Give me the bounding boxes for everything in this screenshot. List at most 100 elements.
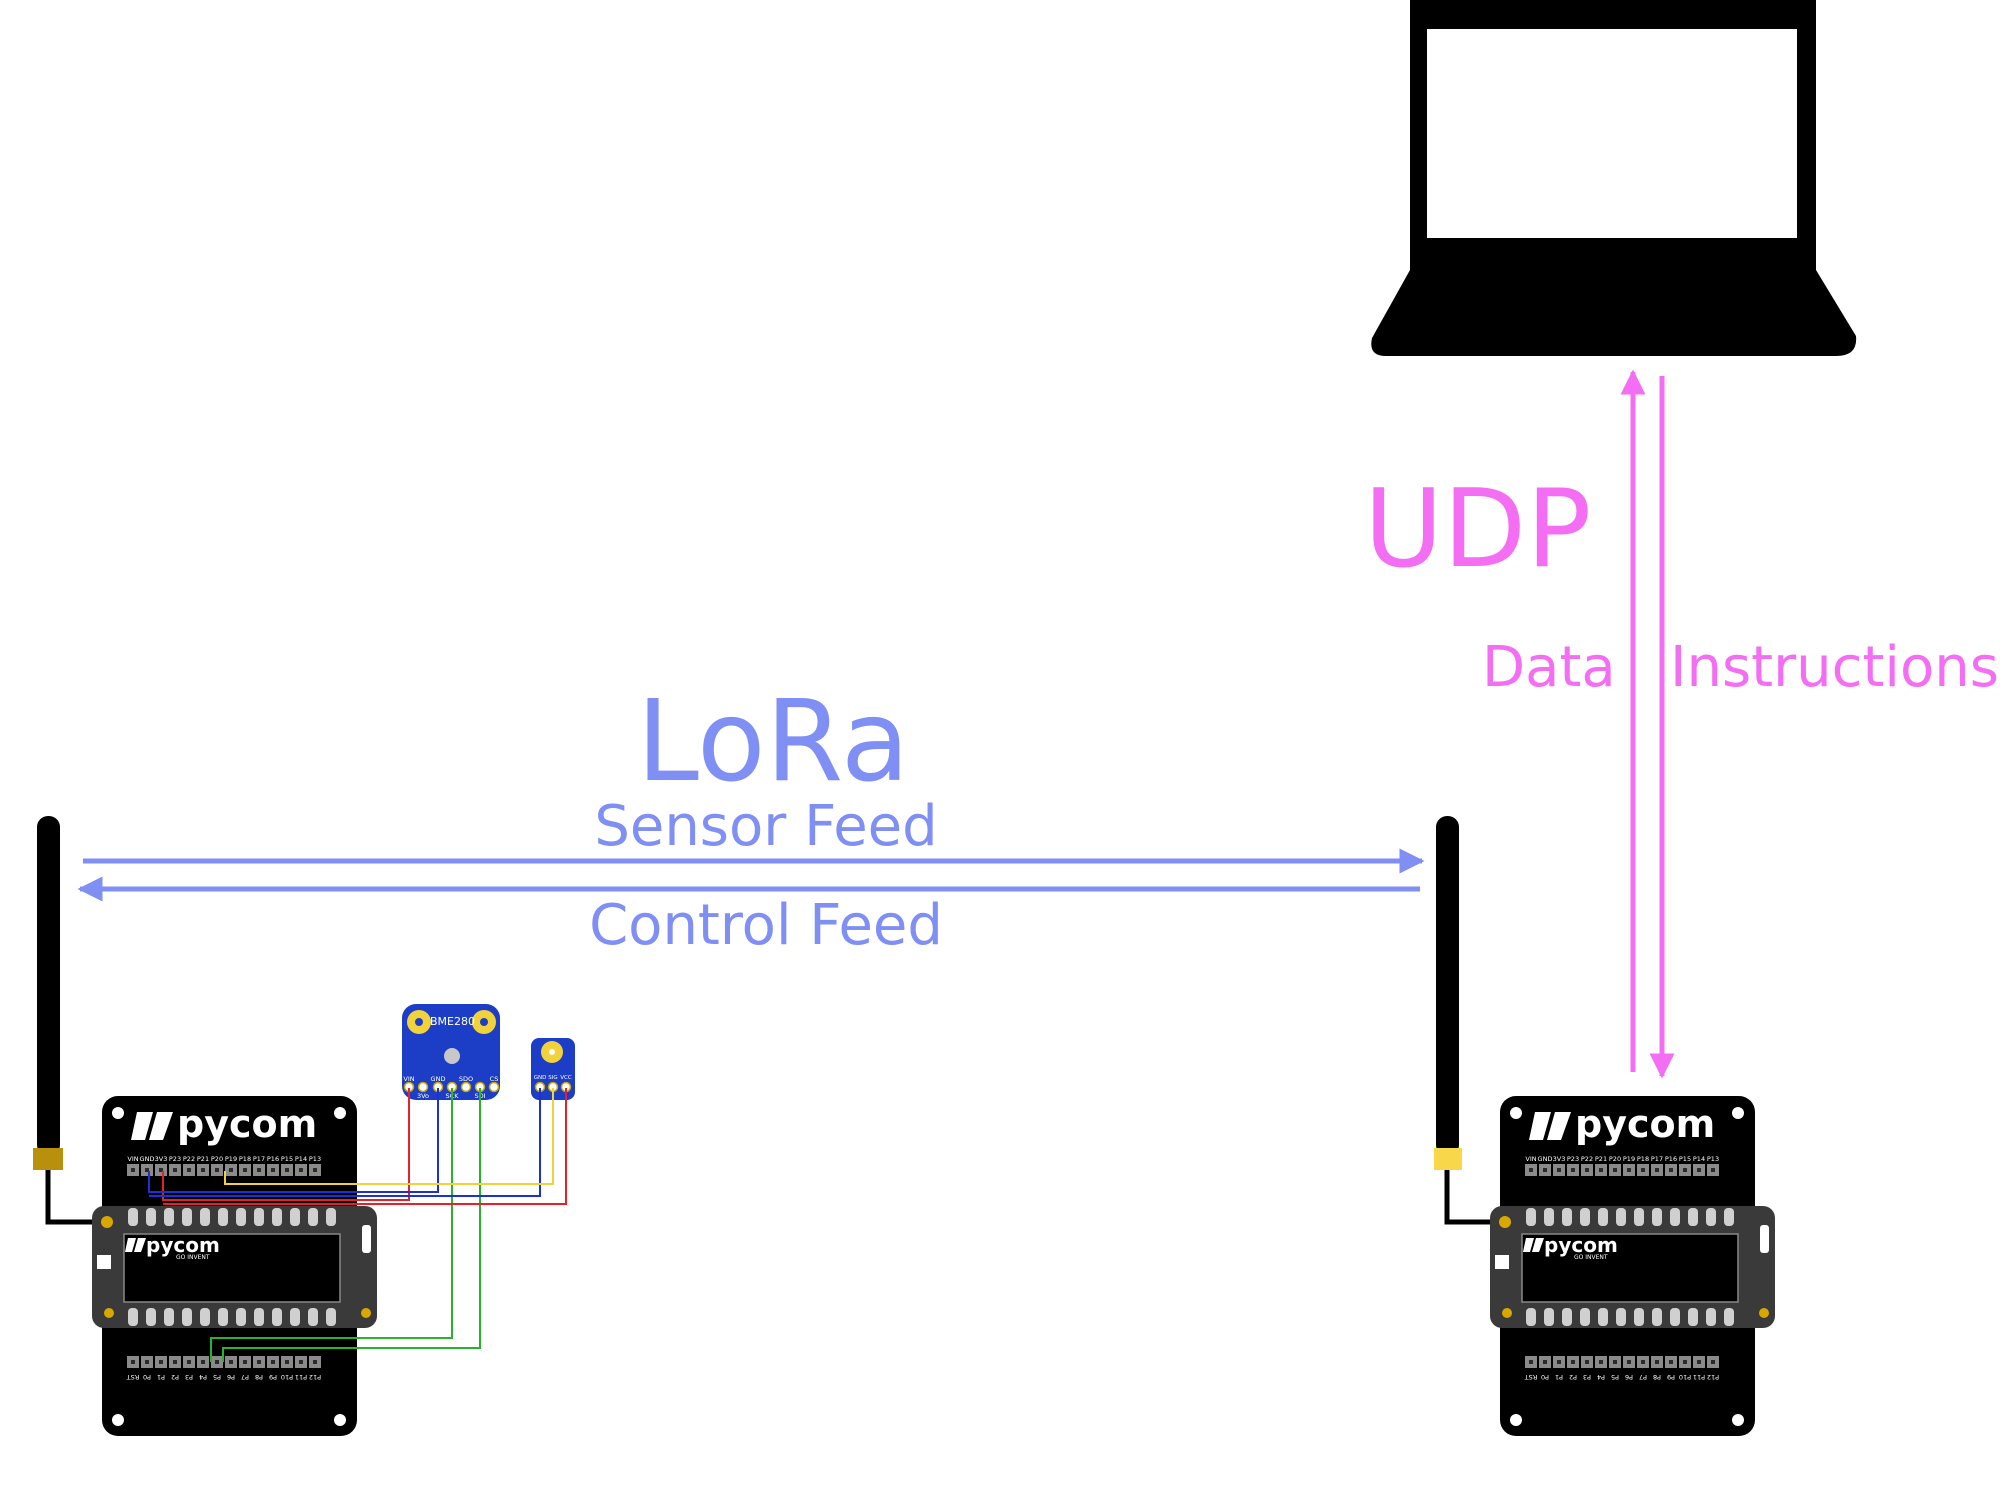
module-pin bbox=[1526, 1308, 1536, 1326]
lora-sensor-feed-label: Sensor Feed bbox=[594, 794, 937, 859]
module-pin bbox=[236, 1208, 246, 1226]
module-pin bbox=[164, 1208, 174, 1226]
module-pin bbox=[1724, 1208, 1734, 1226]
header-pin-label: P12 bbox=[309, 1373, 321, 1381]
header-pin-label: P7 bbox=[241, 1373, 249, 1381]
bme280-chip bbox=[444, 1048, 460, 1064]
header-pin-label: P23 bbox=[169, 1155, 181, 1163]
header-pin-label: RST bbox=[127, 1373, 140, 1381]
pycom-logo-icon bbox=[125, 1238, 146, 1252]
module-pin bbox=[1526, 1208, 1536, 1226]
header-pin-label: P17 bbox=[1651, 1155, 1663, 1163]
laptop bbox=[1371, 0, 1857, 356]
header-pin-label: P14 bbox=[1693, 1155, 1705, 1163]
module-pin bbox=[1544, 1308, 1554, 1326]
left-module-button bbox=[362, 1225, 371, 1253]
header-pin-label: P20 bbox=[1609, 1155, 1621, 1163]
header-pin-label: P9 bbox=[269, 1373, 277, 1381]
header-pin-label: P0 bbox=[1541, 1373, 1549, 1381]
right-module-led bbox=[1495, 1255, 1509, 1269]
header-pin-label: P6 bbox=[1625, 1373, 1633, 1381]
module-pin bbox=[1670, 1308, 1680, 1326]
left-mount-hole bbox=[112, 1107, 124, 1119]
sensor-pin-label: SDO bbox=[459, 1075, 473, 1083]
module-pin bbox=[1598, 1208, 1608, 1226]
header-pin-label: P14 bbox=[295, 1155, 307, 1163]
header-pin-label: 3V3 bbox=[155, 1155, 168, 1163]
module-pin bbox=[308, 1308, 318, 1326]
left-mount-hole bbox=[334, 1107, 346, 1119]
module-pin bbox=[146, 1208, 156, 1226]
module-pin bbox=[254, 1208, 264, 1226]
right-module-pins bbox=[1526, 1208, 1734, 1326]
module-pin bbox=[1652, 1308, 1662, 1326]
header-pin-label: P4 bbox=[199, 1373, 207, 1381]
module-pin bbox=[1688, 1308, 1698, 1326]
wire-red-bme-vin bbox=[162, 1088, 410, 1201]
module-pin bbox=[308, 1208, 318, 1226]
module-pin bbox=[254, 1308, 264, 1326]
right-mount-hole bbox=[1732, 1107, 1744, 1119]
sensor-pin-label: GND bbox=[534, 1075, 547, 1081]
module-pin bbox=[146, 1308, 156, 1326]
header-pin-label: P13 bbox=[309, 1155, 321, 1163]
udp-instructions-label: Instructions bbox=[1670, 635, 1999, 700]
header-pin-label: P8 bbox=[1653, 1373, 1661, 1381]
header-pin-label: P3 bbox=[185, 1373, 193, 1381]
left-module-screw bbox=[104, 1308, 114, 1318]
pycom-logo-icon bbox=[1529, 1112, 1571, 1140]
right-module-antenna-port bbox=[1499, 1216, 1511, 1228]
header-pin-label: P15 bbox=[1679, 1155, 1691, 1163]
right-module-screw bbox=[1502, 1308, 1512, 1318]
header-pin-label: P17 bbox=[253, 1155, 265, 1163]
sensor-pin-label: VCC bbox=[560, 1075, 572, 1081]
header-pin-label: P21 bbox=[197, 1155, 209, 1163]
module-pin bbox=[236, 1308, 246, 1326]
module-pin bbox=[218, 1308, 228, 1326]
header-pin-label: P5 bbox=[1611, 1373, 1619, 1381]
left-module-screw bbox=[361, 1308, 371, 1318]
header-pin-label: GND bbox=[140, 1155, 155, 1163]
header-pin-label: VIN bbox=[1525, 1155, 1536, 1163]
module-pin bbox=[218, 1208, 228, 1226]
sensor-pin-label: GND bbox=[431, 1075, 446, 1083]
header-pin-label: P8 bbox=[255, 1373, 263, 1381]
left-module-pins bbox=[128, 1208, 336, 1326]
wire-blue-small-gnd bbox=[149, 1088, 541, 1197]
header-pin-label: P11 bbox=[1693, 1373, 1705, 1381]
laptop-screen bbox=[1427, 29, 1797, 238]
wire-yellow-small-sig bbox=[224, 1088, 554, 1185]
header-pin-label: P5 bbox=[213, 1373, 221, 1381]
sensor-pin-label: 3Vo bbox=[417, 1092, 429, 1100]
header-pin-label: P1 bbox=[1555, 1373, 1563, 1381]
lora-control-feed-label: Control Feed bbox=[589, 893, 943, 958]
module-pin bbox=[1616, 1208, 1626, 1226]
module-pin bbox=[1562, 1308, 1572, 1326]
header-pin-label: P13 bbox=[1707, 1155, 1719, 1163]
header-pin-label: P1 bbox=[157, 1373, 165, 1381]
module-pin bbox=[1670, 1208, 1680, 1226]
header-pin-label: P12 bbox=[1707, 1373, 1719, 1381]
header-pin-label: P11 bbox=[295, 1373, 307, 1381]
right-mount-hole bbox=[1732, 1414, 1744, 1426]
left-antenna-connector bbox=[33, 1148, 63, 1170]
wire-green-bme-sck bbox=[210, 1088, 453, 1362]
right-antenna-icon bbox=[1436, 816, 1459, 1156]
lora-title: LoRa bbox=[637, 677, 910, 807]
module-pin bbox=[326, 1208, 336, 1226]
header-pin-label: RST bbox=[1525, 1373, 1538, 1381]
header-pin-label: P18 bbox=[1637, 1155, 1649, 1163]
left-module-led bbox=[97, 1255, 111, 1269]
module-pin bbox=[1706, 1208, 1716, 1226]
sensor-pin bbox=[460, 1081, 472, 1093]
right-antenna-cable bbox=[1444, 1170, 1504, 1225]
module-pin bbox=[182, 1208, 192, 1226]
right-board-brand: pycom bbox=[1575, 1102, 1715, 1146]
module-pin bbox=[326, 1308, 336, 1326]
left-module-tagline: GO INVENT bbox=[176, 1254, 210, 1261]
module-pin bbox=[1562, 1208, 1572, 1226]
